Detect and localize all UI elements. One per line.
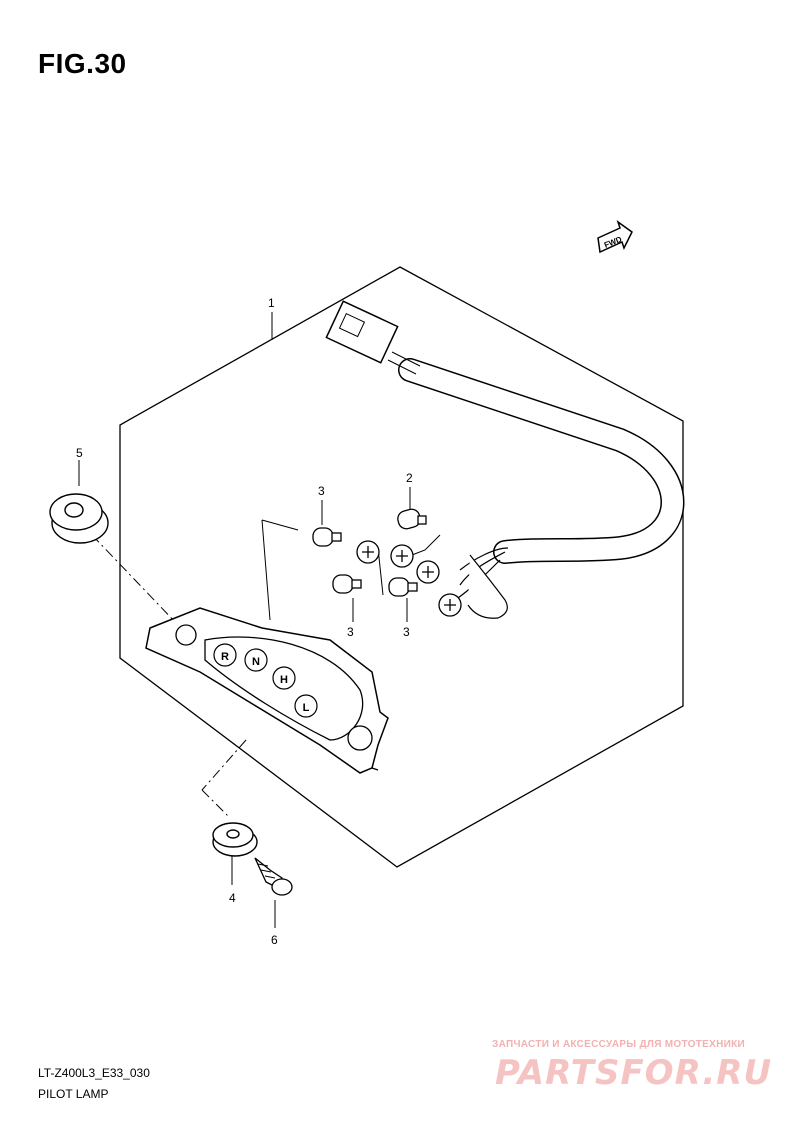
bulb-part-3c — [388, 577, 418, 597]
callout-part-4: 4 — [229, 891, 236, 905]
callout-part-3b: 3 — [347, 625, 354, 639]
indicator-letter-l: L — [303, 702, 310, 714]
figure-title: FIG.30 — [38, 48, 127, 79]
assembly-lines — [91, 534, 247, 819]
diagram-code: LT-Z400L3_E33_030 — [38, 1066, 150, 1080]
bulb-part-2 — [397, 508, 427, 530]
bulb-sockets — [356, 540, 462, 617]
callout-part-6: 6 — [271, 933, 278, 947]
watermark-tagline: ЗАПЧАСТИ И АКСЕССУАРЫ ДЛЯ МОТОТЕХНИКИ — [492, 1039, 745, 1050]
assembly-outline — [119, 266, 684, 868]
callout-part-3a: 3 — [318, 484, 325, 498]
fwd-arrow-icon: FWD — [597, 220, 633, 254]
callout-part-5: 5 — [76, 446, 83, 460]
wire-harness — [325, 300, 685, 619]
callout-part-2: 2 — [406, 471, 413, 485]
diagram-name: PILOT LAMP — [38, 1087, 109, 1101]
leader-lines — [78, 312, 441, 928]
callout-part-1: 1 — [268, 296, 275, 310]
screw-part-6 — [254, 857, 293, 896]
bulb-part-3a — [312, 527, 342, 547]
washer-part-4 — [212, 822, 258, 857]
indicator-letter-h: H — [280, 674, 288, 686]
indicator-letter-n: N — [252, 656, 260, 668]
watermark-logo: PARTSFOR.RU — [495, 1053, 773, 1093]
bulbs — [312, 508, 427, 597]
callout-part-3c: 3 — [403, 625, 410, 639]
grommet-part-5 — [49, 493, 109, 544]
indicator-letter-r: R — [221, 651, 229, 663]
bulb-part-3b — [332, 574, 362, 594]
harness-connector — [325, 300, 399, 364]
indicator-panel: R N H L — [145, 607, 389, 774]
